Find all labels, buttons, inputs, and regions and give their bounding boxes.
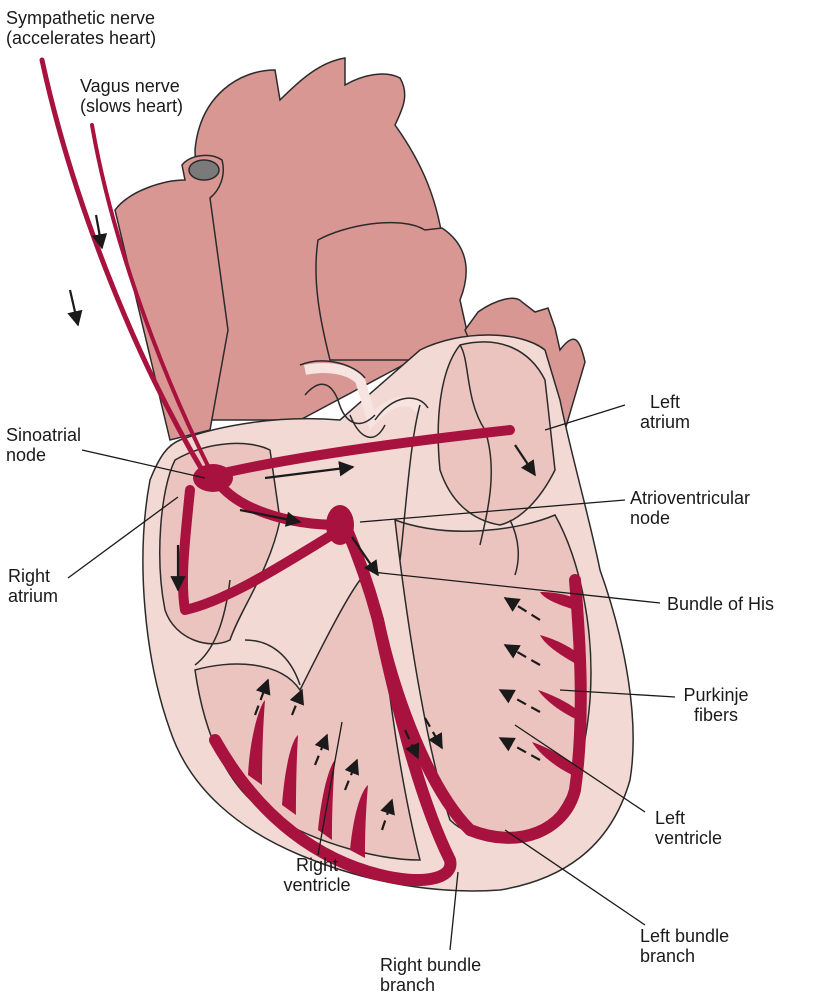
label-right-bundle-line1: Right bundle	[380, 955, 481, 975]
label-sinoatrial-line1: Sinoatrial	[6, 425, 81, 445]
label-left-bundle-branch: Left bundle branch	[640, 926, 729, 966]
sinoatrial-node-shape	[193, 464, 233, 492]
label-right-ventricle-line1: Right	[262, 855, 372, 875]
arrow-sympathetic	[70, 290, 78, 325]
label-sinoatrial-node: Sinoatrial node	[6, 425, 81, 465]
label-bundle-of-his: Bundle of His	[667, 594, 774, 614]
label-left-atrium-line2: atrium	[625, 412, 705, 432]
label-left-bundle-line1: Left bundle	[640, 926, 729, 946]
label-right-ventricle-line2: ventricle	[262, 875, 372, 895]
label-purkinje-fibers: Purkinje fibers	[676, 685, 756, 725]
label-left-ventricle-line2: ventricle	[655, 828, 722, 848]
label-right-atrium-line2: atrium	[8, 586, 58, 606]
label-purkinje-line1: Purkinje	[676, 685, 756, 705]
label-sinoatrial-line2: node	[6, 445, 81, 465]
label-left-atrium: Left atrium	[625, 392, 705, 432]
label-left-ventricle-line1: Left	[655, 808, 722, 828]
label-sympathetic-nerve: Sympathetic nerve (accelerates heart)	[6, 8, 156, 48]
label-right-bundle-branch: Right bundle branch	[380, 955, 481, 995]
label-av-node-line1: Atrioventricular	[630, 488, 750, 508]
label-vagus-line1: Vagus nerve	[80, 76, 183, 96]
label-sympathetic-line1: Sympathetic nerve	[6, 8, 156, 28]
label-vagus-line2: (slows heart)	[80, 96, 183, 116]
label-sympathetic-line2: (accelerates heart)	[6, 28, 156, 48]
superior-vena-cava	[115, 155, 228, 440]
label-bundle-his-line1: Bundle of His	[667, 594, 774, 614]
vessel-opening	[189, 160, 219, 180]
label-purkinje-line2: fibers	[676, 705, 756, 725]
label-av-node: Atrioventricular node	[630, 488, 750, 528]
label-right-atrium: Right atrium	[8, 566, 58, 606]
label-right-bundle-line2: branch	[380, 975, 481, 995]
label-left-bundle-line2: branch	[640, 946, 729, 966]
av-node-shape	[326, 505, 354, 545]
label-vagus-nerve: Vagus nerve (slows heart)	[80, 76, 183, 116]
label-left-atrium-line1: Left	[625, 392, 705, 412]
label-av-node-line2: node	[630, 508, 750, 528]
label-right-atrium-line1: Right	[8, 566, 58, 586]
label-left-ventricle: Left ventricle	[655, 808, 722, 848]
label-right-ventricle: Right ventricle	[262, 855, 372, 895]
